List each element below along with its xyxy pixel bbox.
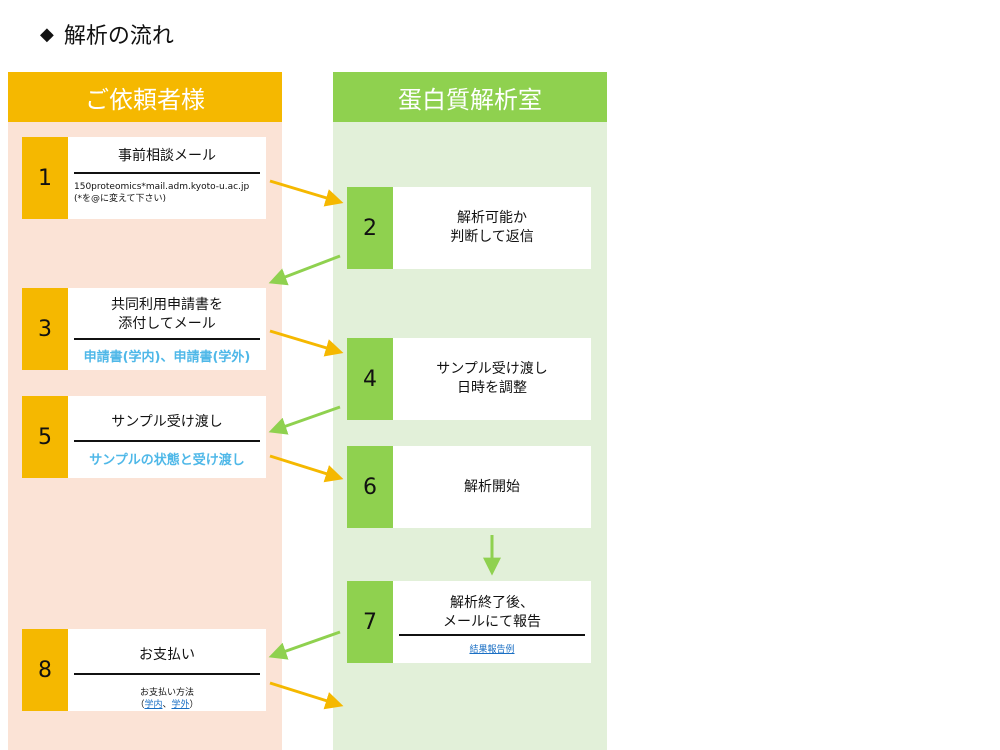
step-8: 8 お支払い お支払い方法 （学内、学外） bbox=[22, 629, 266, 711]
payment-external-link[interactable]: 学外 bbox=[171, 700, 190, 710]
step-4: 4 サンプル受け渡し 日時を調整 bbox=[347, 338, 591, 420]
divider bbox=[74, 172, 260, 174]
sample-handover-link[interactable]: サンプルの状態と受け渡し bbox=[89, 453, 245, 468]
step-line-2: メールにて報告 bbox=[443, 614, 541, 630]
payment-internal-link[interactable]: 学内 bbox=[144, 700, 163, 710]
paren-open: （ bbox=[135, 700, 145, 710]
payment-method-label: お支払い方法 bbox=[139, 688, 194, 698]
application-form-links[interactable]: 申請書(学内)、申請書(学外) bbox=[83, 350, 251, 365]
step-number: 2 bbox=[347, 187, 393, 269]
step-line-2: 判断して返信 bbox=[450, 229, 534, 245]
email-note: (*を@に変えて下さい) bbox=[74, 194, 167, 204]
step-line-1: 解析可能か bbox=[457, 210, 527, 226]
payment-links: （学内、学外） bbox=[135, 699, 198, 711]
step-5: 5 サンプル受け渡し サンプルの状態と受け渡し bbox=[22, 396, 266, 478]
step-line-1: サンプル受け渡し bbox=[436, 361, 548, 377]
step-3: 3 共同利用申請書を 添付してメール 申請書(学内)、申請書(学外) bbox=[22, 288, 266, 370]
result-report-example-link[interactable]: 結果報告例 bbox=[469, 645, 515, 655]
arrow-7-to-8 bbox=[268, 630, 341, 660]
step-title: サンプル受け渡し bbox=[111, 414, 223, 430]
step-line-1: 解析終了後、 bbox=[450, 595, 534, 611]
step-line-2: 日時を調整 bbox=[457, 380, 527, 396]
arrow-5-to-6 bbox=[269, 454, 344, 483]
divider bbox=[74, 673, 260, 675]
step-6: 6 解析開始 bbox=[347, 446, 591, 528]
separator: 、 bbox=[162, 700, 172, 710]
divider bbox=[74, 440, 260, 442]
paren-close: ） bbox=[189, 700, 199, 710]
step-number: 7 bbox=[347, 581, 393, 663]
step-title: 事前相談メール bbox=[118, 148, 216, 164]
arrow-8-out bbox=[269, 681, 344, 710]
step-number: 1 bbox=[22, 137, 68, 219]
step-number: 8 bbox=[22, 629, 68, 711]
arrow-4-to-5 bbox=[268, 405, 341, 435]
diamond-icon: ◆ bbox=[40, 23, 54, 45]
step-number: 5 bbox=[22, 396, 68, 478]
divider bbox=[74, 338, 260, 340]
lab-column-header: 蛋白質解析室 bbox=[333, 72, 607, 122]
step-title: お支払い bbox=[139, 647, 195, 663]
step-line-2: 添付してメール bbox=[118, 316, 216, 332]
arrow-3-to-4 bbox=[269, 329, 344, 357]
arrow-2-to-3 bbox=[268, 254, 341, 286]
arrow-1-to-2 bbox=[269, 179, 344, 207]
step-number: 4 bbox=[347, 338, 393, 420]
step-7: 7 解析終了後、 メールにて報告 結果報告例 bbox=[347, 581, 591, 663]
divider bbox=[399, 634, 585, 636]
step-1: 1 事前相談メール 150proteomics*mail.adm.kyoto-u… bbox=[22, 137, 266, 219]
step-number: 6 bbox=[347, 446, 393, 528]
step-2: 2 解析可能か 判断して返信 bbox=[347, 187, 591, 269]
step-title: 解析開始 bbox=[464, 478, 520, 495]
page-title: ◆ 解析の流れ bbox=[40, 18, 174, 50]
contact-email: 150proteomics*mail.adm.kyoto-u.ac.jp bbox=[74, 182, 250, 192]
step-line-1: 共同利用申請書を bbox=[111, 297, 223, 313]
client-column-header: ご依頼者様 bbox=[8, 72, 282, 122]
step-number: 3 bbox=[22, 288, 68, 370]
page-title-text: 解析の流れ bbox=[63, 24, 174, 49]
